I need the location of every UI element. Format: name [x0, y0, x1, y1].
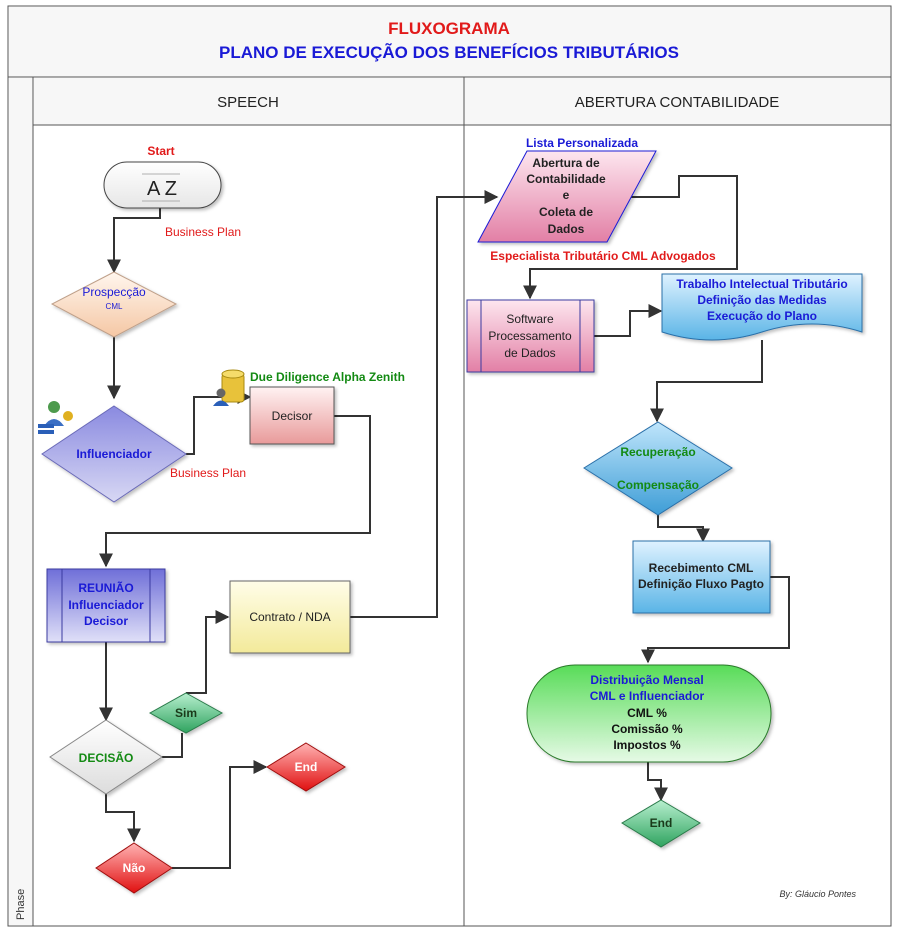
connector-trabalho-recuperacao: [650, 340, 763, 423]
influenciador-decision: [41, 405, 187, 503]
end-label-left: End: [295, 760, 318, 774]
due-diligence-label: Due Diligence Alpha Zenith: [250, 370, 405, 384]
connector-decisao-nao: [105, 794, 141, 843]
abertura-line-4: Coleta de: [539, 205, 593, 219]
connector-abertura-software: [523, 175, 738, 300]
abertura-line-1: Abertura de: [532, 156, 600, 170]
phase-label: Phase: [15, 889, 27, 920]
lane-header-band: [34, 78, 890, 125]
lane-title-abertura: ABERTURA CONTABILIDADE: [575, 94, 780, 111]
connector-recuperacao-recebimento: [657, 515, 710, 543]
start-terminator: A Z: [103, 161, 222, 209]
database-top: [221, 369, 245, 379]
distribuicao-line-5: Impostos %: [613, 738, 681, 752]
contrato-process: [229, 580, 351, 654]
abertura-line-2: Contabilidade: [526, 172, 606, 186]
recebimento-process: [632, 540, 771, 614]
prospeccao-label: Prospecção: [82, 285, 146, 299]
end-decision-left: [266, 742, 346, 792]
software-subprocess: [466, 299, 595, 373]
person-head: [48, 401, 60, 413]
nao-label: Não: [123, 861, 146, 875]
user-head: [216, 388, 226, 398]
software-line-1: Software: [506, 312, 554, 326]
abertura-line-3: e: [563, 188, 570, 202]
prospeccao-sub-label: CML: [106, 302, 123, 311]
contrato-label: Contrato / NDA: [249, 610, 330, 624]
distribuicao-line-2: CML e Influenciador: [590, 689, 705, 703]
sim-label: Sim: [175, 706, 197, 720]
decisor-process: [249, 386, 335, 445]
end-label-right: End: [650, 816, 673, 830]
decisor-label: Decisor: [272, 409, 313, 423]
reuniao-line-1: REUNIÃO: [78, 580, 133, 595]
abertura-data-shape: [477, 150, 657, 243]
reuniao-line-3: Decisor: [84, 614, 128, 628]
connectors-left: [99, 190, 499, 869]
title-line-1: FLUXOGRAMA: [388, 19, 510, 38]
prospeccao-decision: [50, 271, 178, 338]
recebimento-line-2: Definição Fluxo Pagto: [638, 577, 764, 591]
person-bar-1: [38, 424, 54, 428]
abertura-line-5: Dados: [548, 222, 585, 236]
trabalho-document: [661, 273, 863, 341]
connector-nao-end: [172, 760, 268, 869]
especialista-label: Especialista Tributário CML Advogados: [490, 249, 716, 263]
reuniao-subprocess-shape: [46, 568, 166, 643]
database-user-icon: [213, 369, 245, 406]
trabalho-line-1: Trabalho Intelectual Tributário: [676, 277, 847, 291]
end-decision-right: [621, 799, 701, 848]
connector-software-trabalho: [594, 304, 663, 337]
author-credit: By: Gláucio Pontes: [779, 889, 856, 899]
connector-recebimento-distribuicao: [641, 576, 790, 664]
compensacao-label: Compensação: [617, 478, 699, 492]
distribuicao-line-3: CML %: [627, 706, 667, 720]
decisao-decision: [49, 719, 163, 795]
distribuicao-line-4: Comissão %: [611, 722, 683, 736]
connectors-right: [523, 175, 790, 802]
key-ring: [63, 411, 73, 421]
distribuicao-line-1: Distribuição Mensal: [590, 673, 703, 687]
people-key-icon: [38, 401, 73, 434]
user-body: [213, 400, 229, 406]
sim-decision: [148, 692, 224, 734]
nao-decision: [95, 842, 173, 894]
distribuicao-terminator: [526, 664, 772, 763]
alpha-zenith-logo: A Z: [147, 178, 177, 200]
business-plan-label-2: Business Plan: [170, 466, 246, 480]
software-line-3: de Dados: [504, 346, 555, 360]
connector-decisao-sim: [162, 733, 183, 758]
recuperacao-label: Recuperação: [620, 445, 695, 459]
influenciador-label: Influenciador: [76, 447, 152, 461]
start-label: Start: [147, 144, 174, 158]
lista-personalizada-label: Lista Personalizada: [526, 136, 638, 150]
lane-title-speech: SPEECH: [217, 94, 279, 111]
software-line-2: Processamento: [488, 329, 572, 343]
title-band: [9, 7, 890, 77]
trabalho-line-3: Execução do Plano: [707, 309, 817, 323]
trabalho-line-2: Definição das Medidas: [697, 293, 827, 307]
start-terminator-shape: [103, 161, 222, 209]
decisao-label: DECISÃO: [79, 750, 134, 765]
title-line-2: PLANO DE EXECUÇÃO DOS BENEFÍCIOS TRIBUTÁ…: [219, 42, 679, 62]
connector-sim-contrato: [186, 610, 230, 694]
reuniao-line-2: Influenciador: [68, 598, 144, 612]
business-plan-label-1: Business Plan: [165, 225, 241, 239]
connector-decisor-reuniao: [99, 415, 371, 568]
connector-contrato-abertura: [350, 190, 499, 618]
person-bar-2: [38, 430, 54, 434]
recuperacao-decision: [583, 421, 733, 516]
reuniao-subprocess: [46, 568, 166, 643]
phase-band: [9, 78, 33, 925]
connector-distribuicao-end: [647, 762, 668, 802]
recebimento-line-1: Recebimento CML: [649, 561, 754, 575]
software-subprocess-shape: [466, 299, 595, 373]
connector-start-prospeccao: [107, 208, 161, 274]
